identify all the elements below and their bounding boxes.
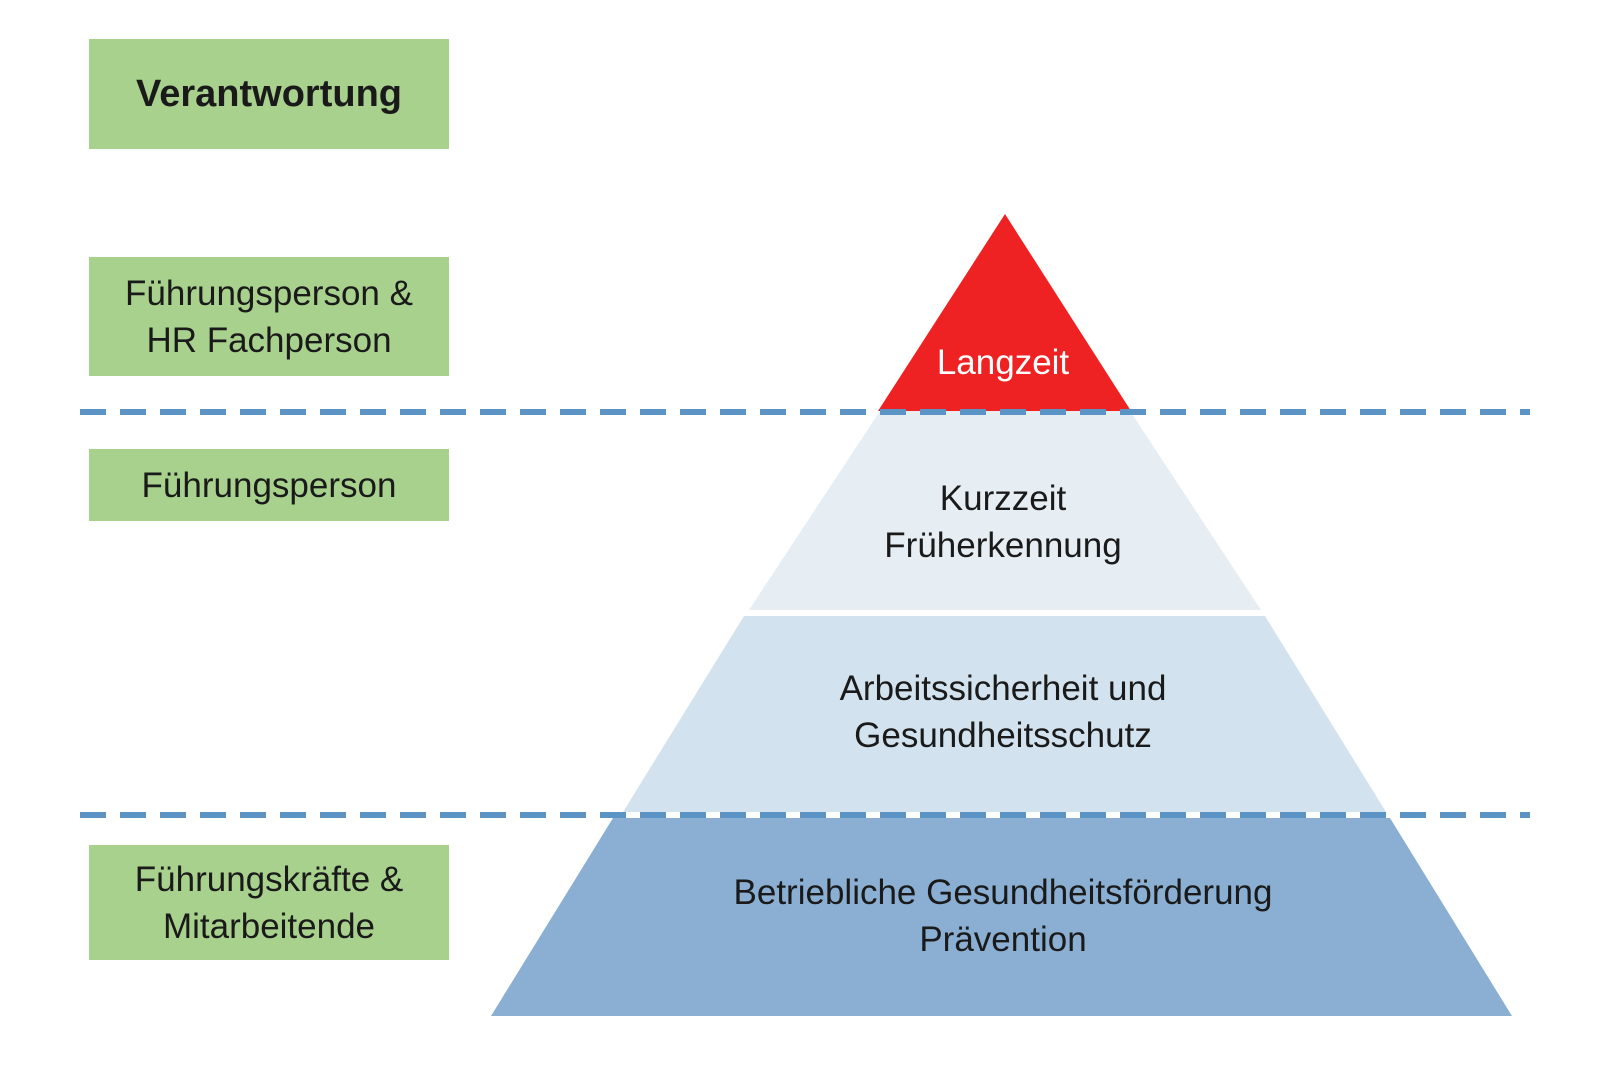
responsibility-label-management-hr: Führungsperson & HR Fachperson (89, 257, 449, 376)
responsibility-label-line: Führungskräfte & (134, 859, 404, 899)
tier-label-safety-line1: Arbeitssicherheit und (840, 669, 1167, 708)
tier-label-long-term: Langzeit (937, 343, 1070, 382)
pyramid-tier-safety (623, 616, 1386, 812)
tier-label-base-line2: Prävention (919, 920, 1086, 959)
responsibility-label-line: HR Fachperson (146, 320, 392, 360)
responsibility-label-line: Führungsperson & (125, 273, 413, 313)
tier-label-base-line1: Betriebliche Gesundheitsförderung (734, 873, 1273, 912)
pyramid-tier-long-term (878, 214, 1131, 411)
responsibility-label-management: Führungsperson (89, 449, 449, 521)
responsibility-label-managers-employees: Führungskräfte & Mitarbeitende (89, 845, 449, 960)
responsibility-heading: Verantwortung (89, 39, 449, 149)
tier-label-short-term-line2: Früherkennung (884, 526, 1121, 565)
tier-label-short-term-line1: Kurzzeit (940, 479, 1067, 518)
responsibility-label-line: Führungsperson (141, 465, 397, 505)
pyramid-tier-short-term (749, 411, 1261, 610)
responsibility-heading-text: Verantwortung (135, 72, 403, 115)
pyramid-tier-base (491, 818, 1512, 1016)
tier-label-safety-line2: Gesundheitsschutz (854, 716, 1152, 755)
responsibility-label-line: Mitarbeitende (162, 906, 376, 946)
